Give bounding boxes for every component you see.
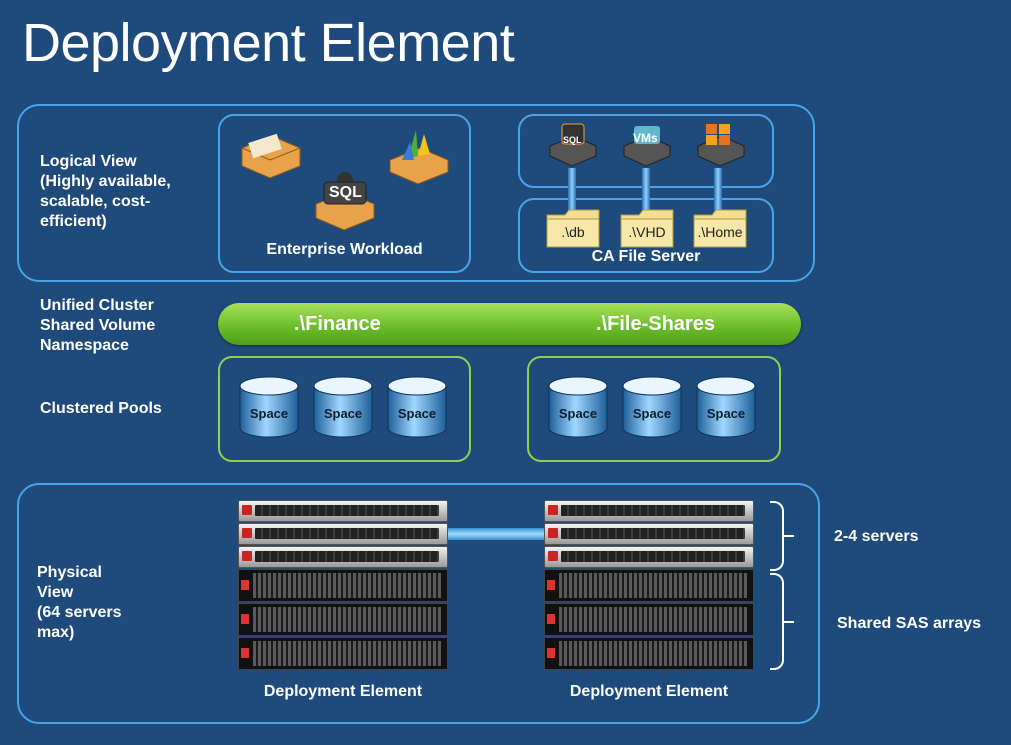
analytics-workload-icon	[386, 126, 452, 186]
storage-array	[544, 637, 754, 670]
server-rack	[238, 500, 448, 671]
storage-space-icon: Space	[386, 376, 448, 438]
server-unit	[544, 500, 754, 522]
folder-label-db: .\db	[561, 224, 585, 240]
pool-panel	[527, 356, 781, 462]
sql-server-icon-text: SQL	[563, 135, 582, 145]
server-rack	[544, 500, 754, 671]
space-label: Space	[249, 406, 289, 421]
storage-space-icon: Space	[312, 376, 374, 438]
physical-label-line: max)	[37, 624, 75, 641]
space-label: Space	[706, 406, 746, 421]
physical-label-line: View	[37, 584, 74, 601]
clustered-pools-label: Clustered Pools	[40, 400, 162, 417]
server-unit	[544, 546, 754, 568]
connector-line	[642, 168, 650, 218]
space-label: Space	[632, 406, 672, 421]
folder-label-home: .\Home	[697, 224, 743, 240]
storage-array	[238, 603, 448, 636]
share-finance: .\Finance	[294, 313, 381, 335]
pool-panel	[218, 356, 471, 462]
namespace-label-line: Shared Volume	[40, 317, 156, 334]
storage-space-icon: Space	[238, 376, 300, 438]
folder-icon	[619, 207, 675, 249]
logical-label-line: Logical View	[40, 153, 137, 170]
namespace-label-line: Unified Cluster	[40, 297, 154, 314]
folder-icon	[545, 207, 601, 249]
physical-label-line: (64 servers	[37, 604, 122, 621]
physical-view-label: Physical View (64 servers max)	[37, 563, 122, 643]
workload-server-icon	[236, 126, 306, 182]
logical-view-label: Logical View (Highly available, scalable…	[40, 152, 171, 232]
server-unit	[238, 523, 448, 545]
brace-tick	[782, 621, 794, 623]
storage-array	[238, 637, 448, 670]
deployment-element-label: Deployment Element	[569, 683, 729, 700]
sql-server-icon	[546, 122, 600, 170]
logical-label-line: efficient)	[40, 213, 107, 230]
server-unit	[544, 523, 754, 545]
storage-array	[238, 569, 448, 602]
vms-server-icon	[620, 122, 674, 170]
storage-array	[544, 569, 754, 602]
logical-view-panel	[17, 104, 815, 282]
share-file-shares: .\File-Shares	[596, 313, 715, 335]
storage-space-icon: Space	[547, 376, 609, 438]
namespace-label-line: Namespace	[40, 337, 129, 354]
storage-array	[544, 603, 754, 636]
brace-tick	[782, 535, 794, 537]
folder-icon	[692, 207, 748, 249]
page-title: Deployment Element	[22, 13, 515, 73]
sql-icon-text: SQL	[329, 184, 362, 201]
connector-line	[714, 168, 722, 218]
sql-workload-icon	[310, 168, 380, 232]
namespace-bar: .\Finance .\File-Shares	[218, 303, 801, 345]
vms-icon-text: VMs	[633, 131, 658, 145]
storage-space-icon: Space	[695, 376, 757, 438]
physical-label-line: Physical	[37, 564, 102, 581]
deployment-element-label: Deployment Element	[263, 683, 423, 700]
enterprise-workload-panel	[218, 114, 471, 273]
namespace-label: Unified Cluster Shared Volume Namespace	[40, 296, 155, 356]
connector-line	[568, 168, 576, 218]
office-server-icon	[694, 122, 748, 170]
logical-label-line: (Highly available,	[40, 173, 171, 190]
enterprise-workload-label: Enterprise Workload	[266, 241, 423, 258]
cluster-interconnect	[446, 528, 548, 540]
folder-label-vhd: .\VHD	[628, 224, 666, 240]
space-label: Space	[323, 406, 363, 421]
ca-file-server-label: CA File Server	[591, 248, 701, 265]
server-unit	[238, 500, 448, 522]
space-label: Space	[397, 406, 437, 421]
storage-space-icon: Space	[621, 376, 683, 438]
space-label: Space	[558, 406, 598, 421]
servers-count-label: 2-4 servers	[834, 528, 919, 545]
logical-label-line: scalable, cost-	[40, 193, 151, 210]
server-unit	[238, 546, 448, 568]
physical-view-panel	[17, 483, 820, 724]
shared-sas-label: Shared SAS arrays	[837, 615, 982, 632]
